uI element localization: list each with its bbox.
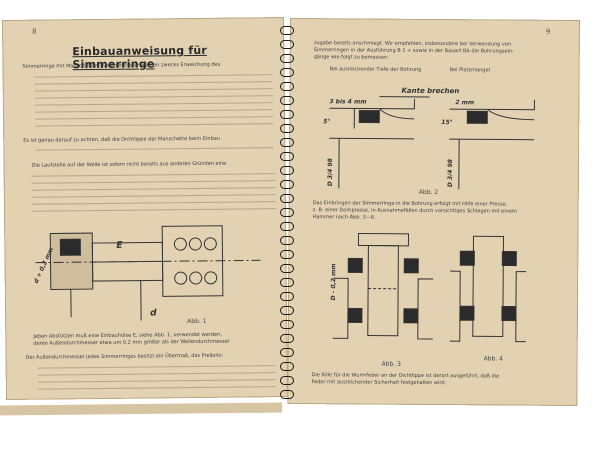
fig2-d-b: D 3/4 98 — [446, 159, 455, 188]
binding-ring — [280, 334, 294, 343]
binding-ring — [280, 194, 294, 203]
paragraph-2-lines — [35, 147, 274, 156]
fig2-angle-b: 15° — [441, 119, 453, 127]
paragraph-3-lines — [31, 173, 276, 218]
binding-ring — [280, 222, 294, 231]
binding-ring — [280, 348, 294, 357]
binding-ring — [280, 320, 294, 329]
paragraph-2-text: Es ist genau darauf zu achten, daß die D… — [23, 135, 221, 144]
binding-ring — [280, 362, 294, 371]
fig3-dim: D - 0,2 mm — [330, 263, 338, 301]
binding-ring — [280, 82, 294, 91]
fig2-dim-a: 3 bis 4 mm — [329, 98, 367, 106]
after-fig-text-2: deren Außendurchmesser etwa um 0,2 mm gr… — [33, 338, 230, 347]
fig2-dim-b: 2 mm — [455, 99, 475, 107]
figure-4 — [449, 235, 527, 343]
fig2-label: Abb. 2 — [418, 188, 439, 197]
intro-line-3: gänge wie folgt zu bemessen: — [313, 54, 389, 61]
right-page-number: 9 — [545, 27, 551, 36]
binding-ring — [280, 26, 294, 35]
right-page: 9 zugabe bereits anschmiegt. Wir empfehl… — [287, 18, 580, 407]
figure-3 — [332, 232, 434, 340]
fig2-d-a: D 3/4 98 — [326, 158, 335, 187]
fig1-dim-e: E — [116, 240, 123, 251]
figure-1 — [35, 225, 261, 321]
col-b-heading: Bei Platzmangel — [449, 67, 490, 74]
binding-ring — [280, 124, 294, 133]
fig2-caption: Kante brechen — [401, 86, 460, 96]
fig1-label: Abb. 1 — [187, 317, 207, 326]
binding-ring — [280, 292, 294, 301]
binding-ring — [280, 264, 294, 273]
col-a-heading: Bei ausreichender Tiefe der Bohrung — [329, 66, 422, 73]
fig1-dim-d: d — [150, 308, 157, 319]
binding-ring — [280, 250, 294, 259]
fig2-angle-a: 5° — [323, 118, 331, 126]
binding-ring — [280, 40, 294, 49]
binding-ring — [280, 180, 294, 189]
paragraph-4: Der Außendurchmesser jedes Simmerringes … — [26, 352, 276, 362]
left-page: 8 Einbauanweisung für Simmerringe Simmer… — [2, 17, 288, 400]
binding-ring — [280, 208, 294, 217]
left-page-number: 8 — [32, 27, 37, 36]
binding-ring — [280, 306, 294, 315]
paragraph-1-text: Simmerringe mit Manschetten aus Chemiled… — [22, 61, 221, 70]
page-edges — [0, 402, 283, 416]
binding-ring — [280, 236, 294, 245]
paragraph-3: Die Laufstelle auf der Welle ist sofern … — [31, 160, 275, 170]
binding-ring — [280, 166, 294, 175]
figure-2 — [329, 96, 535, 190]
binding-ring — [280, 376, 294, 385]
paragraph-3-text: Die Laufstelle auf der Welle ist sofern … — [31, 160, 227, 169]
binding-ring — [280, 278, 294, 287]
paragraph-1-lines — [34, 74, 274, 132]
fig4-label: Abb. 4 — [483, 355, 504, 363]
binding-ring — [280, 152, 294, 161]
binding-ring — [280, 68, 294, 77]
binding-ring — [280, 390, 294, 399]
paragraph-4-text: Der Außendurchmesser jedes Simmerringes … — [25, 352, 224, 361]
mid-line-3: Hammer nach Abb. 3—6. — [312, 214, 376, 221]
binding-ring — [280, 96, 294, 105]
binding-ring — [280, 110, 294, 119]
binding-ring — [280, 54, 294, 63]
binding-ring — [280, 138, 294, 147]
fig3-label: Abb. 3 — [381, 360, 401, 368]
paragraph-4-lines — [37, 365, 276, 395]
paragraph-2: Es ist genau darauf zu achten, daß die D… — [23, 135, 273, 145]
bottom-line-2: Feder mit ausreichender Sicherheit festg… — [311, 379, 447, 387]
